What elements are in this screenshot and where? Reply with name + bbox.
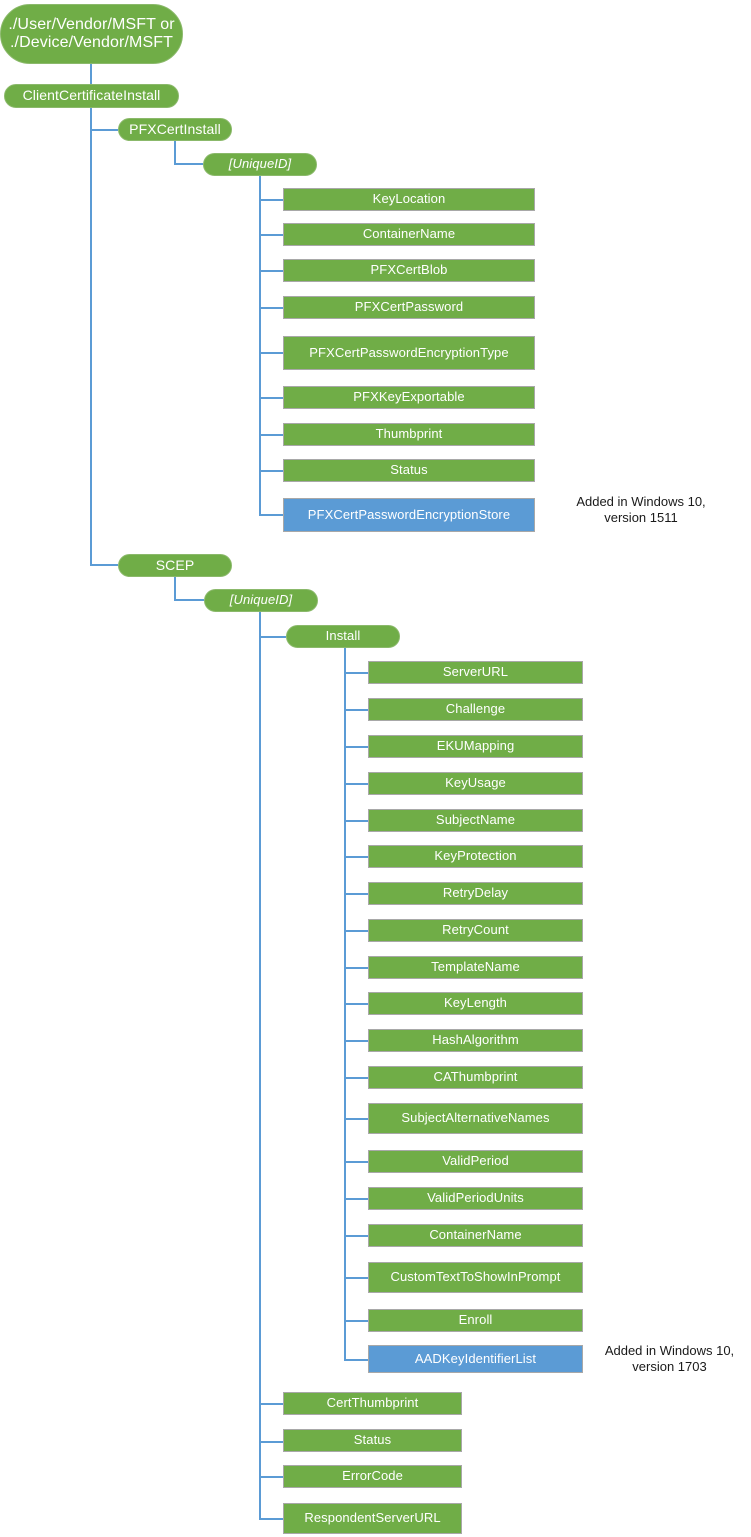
node-pfx-pfxcertpassword[interactable]: PFXCertPassword (283, 296, 535, 319)
node-install-aadkeyidentifierlist[interactable]: AADKeyIdentifierList (368, 1345, 583, 1373)
note-added-1511: Added in Windows 10, version 1511 (576, 494, 706, 526)
node-install-retrycount[interactable]: RetryCount (368, 919, 583, 942)
connector-pfx-child-5 (259, 397, 284, 399)
connector-install-child-4 (344, 820, 369, 822)
node-install-keylength[interactable]: KeyLength (368, 992, 583, 1015)
connector-pfx-child-8 (259, 514, 284, 516)
connector-pfx-child-3 (259, 307, 284, 309)
node-install-serverurl[interactable]: ServerURL (368, 661, 583, 684)
connector-scep-tail-child-0 (259, 1403, 284, 1405)
connector-install-child-14 (344, 1198, 369, 1200)
node-pfx-status[interactable]: Status (283, 459, 535, 482)
connector-scep-tail-child-1 (259, 1441, 284, 1443)
node-install-validperiod[interactable]: ValidPeriod (368, 1150, 583, 1173)
connector-scep-uniqueid-to-install (259, 636, 286, 638)
node-pfx-pfxcertpasswordencryptionstore[interactable]: PFXCertPasswordEncryptionStore (283, 498, 535, 532)
connector-pfxcertinstall-down (174, 141, 176, 164)
connector-install-child-5 (344, 856, 369, 858)
node-scep-respondentserverurl[interactable]: RespondentServerURL (283, 1503, 462, 1534)
connector-install-child-11 (344, 1077, 369, 1079)
connector-install-child-7 (344, 930, 369, 932)
note-added-1703: Added in Windows 10, version 1703 (604, 1343, 735, 1375)
connector-pfx-child-7 (259, 470, 284, 472)
node-scep-errorcode[interactable]: ErrorCode (283, 1465, 462, 1488)
connector-scep-uniqueid-spine (259, 612, 261, 1520)
connector-pfx-child-4 (259, 352, 284, 354)
node-install-enroll[interactable]: Enroll (368, 1309, 583, 1332)
connector-pfx-uniqueid-spine (259, 176, 261, 516)
connector-scep-tail-child-2 (259, 1476, 284, 1478)
connector-to-scep (90, 564, 118, 566)
node-install-subjectalternativenames[interactable]: SubjectAlternativeNames (368, 1103, 583, 1134)
connector-install-child-2 (344, 746, 369, 748)
node-scep-uniqueid[interactable]: [UniqueID] (204, 589, 318, 612)
connector-pfxcertinstall-to-uniqueid (174, 163, 203, 165)
connector-install-child-15 (344, 1235, 369, 1237)
node-install-hashalgorithm[interactable]: HashAlgorithm (368, 1029, 583, 1052)
connector-install-child-3 (344, 783, 369, 785)
node-pfx-pfxkeyexportable[interactable]: PFXKeyExportable (283, 386, 535, 409)
node-pfx-pfxcertpasswordencryptiontype[interactable]: PFXCertPasswordEncryptionType (283, 336, 535, 370)
node-install-customtexttoshowinprompt[interactable]: CustomTextToShowInPrompt (368, 1262, 583, 1293)
node-pfx-pfxcertblob[interactable]: PFXCertBlob (283, 259, 535, 282)
node-install-retrydelay[interactable]: RetryDelay (368, 882, 583, 905)
node-install-validperiodunits[interactable]: ValidPeriodUnits (368, 1187, 583, 1210)
connector-pfx-child-1 (259, 234, 284, 236)
node-scep-certthumbprint[interactable]: CertThumbprint (283, 1392, 462, 1415)
connector-install-child-10 (344, 1040, 369, 1042)
node-install-templatename[interactable]: TemplateName (368, 956, 583, 979)
node-scep[interactable]: SCEP (118, 554, 232, 577)
connector-install-child-17 (344, 1320, 369, 1322)
node-root[interactable]: ./User/Vendor/MSFT or ./Device/Vendor/MS… (0, 4, 183, 64)
node-install-ekumapping[interactable]: EKUMapping (368, 735, 583, 758)
node-install-keyusage[interactable]: KeyUsage (368, 772, 583, 795)
connector-scep-tail-child-3 (259, 1518, 284, 1520)
connector-scep-to-uniqueid (174, 599, 204, 601)
node-install-containername[interactable]: ContainerName (368, 1224, 583, 1247)
connector-pfx-child-2 (259, 270, 284, 272)
connector-install-child-12 (344, 1118, 369, 1120)
connector-install-child-6 (344, 893, 369, 895)
node-scep-status[interactable]: Status (283, 1429, 462, 1452)
connector-install-child-9 (344, 1003, 369, 1005)
connector-scep-down (174, 577, 176, 600)
node-install-challenge[interactable]: Challenge (368, 698, 583, 721)
node-pfx-containername[interactable]: ContainerName (283, 223, 535, 246)
connector-pfx-child-0 (259, 199, 284, 201)
connector-install-child-16 (344, 1277, 369, 1279)
connector-install-child-0 (344, 672, 369, 674)
connector-pfx-child-6 (259, 434, 284, 436)
node-clientcertificateinstall[interactable]: ClientCertificateInstall (4, 84, 179, 108)
node-pfx-thumbprint[interactable]: Thumbprint (283, 423, 535, 446)
connector-level1-spine (90, 108, 92, 565)
connector-install-child-1 (344, 709, 369, 711)
node-install-cathumbprint[interactable]: CAThumbprint (368, 1066, 583, 1089)
connector-install-child-18 (344, 1359, 369, 1361)
node-scep-install[interactable]: Install (286, 625, 400, 648)
connector-install-child-8 (344, 967, 369, 969)
node-pfx-uniqueid[interactable]: [UniqueID] (203, 153, 317, 176)
connector-install-child-13 (344, 1161, 369, 1163)
node-pfx-keylocation[interactable]: KeyLocation (283, 188, 535, 211)
node-pfxcertinstall[interactable]: PFXCertInstall (118, 118, 232, 141)
connector-root-to-level1 (90, 64, 92, 84)
node-install-subjectname[interactable]: SubjectName (368, 809, 583, 832)
connector-to-pfxcertinstall (90, 129, 118, 131)
node-install-keyprotection[interactable]: KeyProtection (368, 845, 583, 868)
